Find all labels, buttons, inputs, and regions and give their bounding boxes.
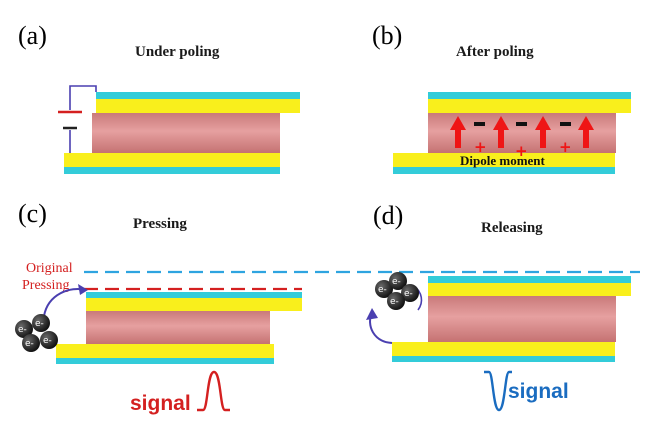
poling-circuit [69,85,97,153]
plus-sign: + [559,138,572,156]
battery-icon [58,110,82,130]
panel-a-label: (a) [18,21,47,50]
top-electrode [86,292,302,311]
bottom-electrode [64,153,280,174]
minus-sign [474,122,485,126]
panel-d-title: Releasing [481,220,543,236]
panel-c: (c) Pressing Original Pressing e- e- [15,199,640,415]
legend-pressing: Pressing [22,278,69,293]
piezo-body [86,311,270,344]
bottom-electrode [392,342,615,362]
piezo-body [92,113,280,153]
signal-label: signal [508,380,569,403]
positive-charges: + + + [474,138,572,160]
negative-pulse-icon [484,370,512,412]
panel-a: (a) Under poling [18,21,300,174]
dipole-moment-caption: Dipole moment [460,153,546,168]
plus-sign: + [474,138,487,156]
top-electrode [428,276,631,296]
bottom-electrode [393,153,615,174]
arrow-up-icon [535,116,551,148]
electron-label: e- [390,297,399,307]
panel-b: (b) After poling + + + Dipo [372,21,631,174]
top-electrode [428,92,631,113]
panel-a-title: Under poling [135,44,220,60]
dipole-arrows [450,116,594,148]
electron-label: e- [35,319,44,329]
panel-c-title: Pressing [133,216,187,232]
panel-c-label: (c) [18,199,47,228]
electron-label: e- [378,285,387,295]
panel-d: (d) Releasing e- e- e- e- [366,201,631,412]
plus-sign: + [515,142,528,160]
bottom-electrode [56,344,274,364]
electron-label: e- [392,277,401,287]
arrow-up-icon [450,116,466,148]
minus-sign [516,122,527,126]
electron-cluster: e- e- e- e- [15,314,58,352]
positive-pulse-icon [197,370,230,412]
electron-label: e- [18,325,27,335]
panel-b-title: After poling [456,44,534,60]
minus-sign [560,122,571,126]
electron-label: e- [404,289,413,299]
arrow-up-icon [578,116,594,148]
legend-original: Original [26,261,73,276]
electron-cluster: e- e- e- e- [375,272,419,310]
signal-label: signal [130,392,191,415]
arrow-up-icon [493,116,509,148]
top-electrode [96,92,300,113]
electron-label: e- [43,336,52,346]
negative-charges [474,122,571,126]
panel-b-label: (b) [372,21,402,50]
electron-label: e- [25,339,34,349]
piezo-body [428,296,616,342]
panel-d-label: (d) [373,201,403,230]
curved-arrow-icon [43,284,88,317]
